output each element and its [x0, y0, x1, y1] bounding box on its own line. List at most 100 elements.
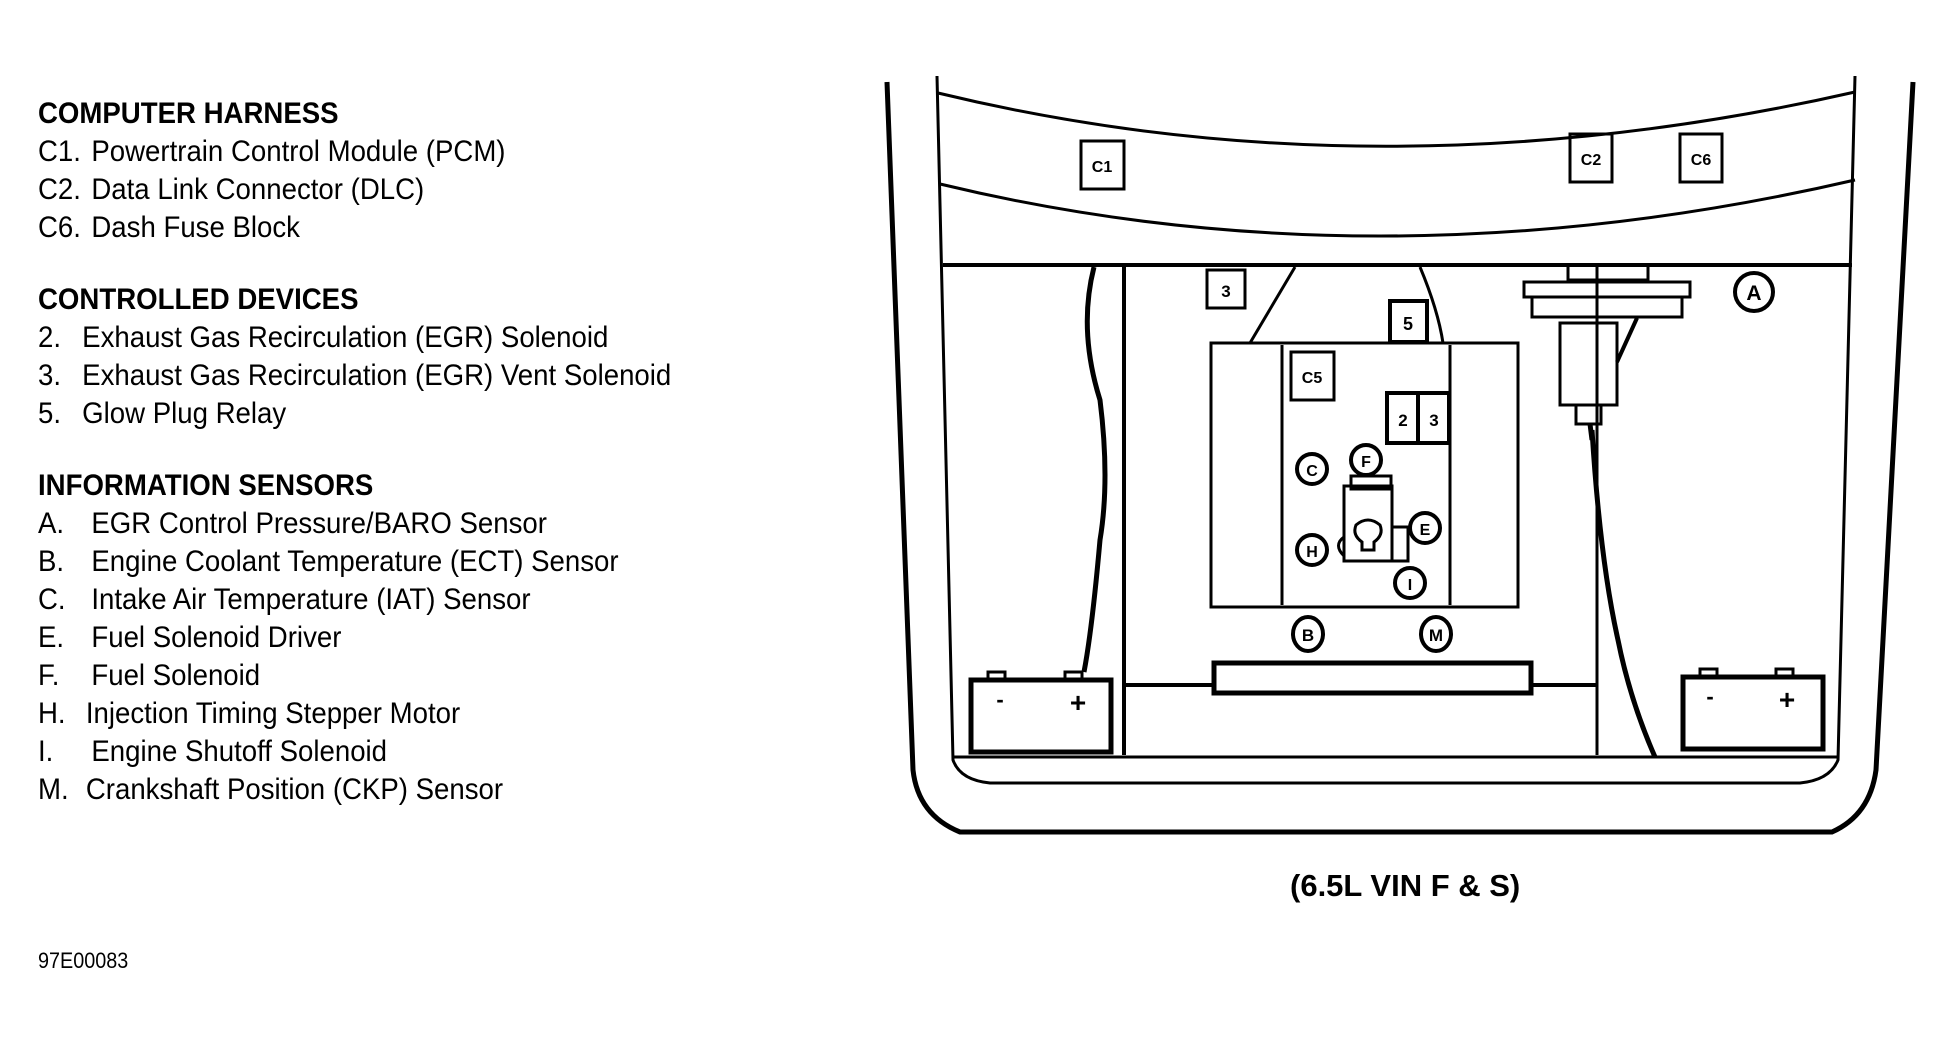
radiator [1211, 660, 1534, 696]
legend-key: C2. [38, 173, 81, 206]
sensor-a: A [1733, 271, 1775, 313]
connector-c2-label: C2 [1581, 152, 1602, 169]
device-3: 3 [1205, 268, 1247, 310]
connector-c1-label: C1 [1092, 159, 1113, 176]
injector-bulb-icon [1353, 518, 1383, 552]
legend-label: Data Link Connector (DLC) [91, 173, 425, 206]
legend-key: F. [38, 659, 60, 692]
legend-section-information-sensors: INFORMATION SENSORS A. EGR Control Pressu… [38, 467, 858, 809]
dash-curve-lower [939, 178, 1856, 238]
legend-item: C6. Dash Fuse Block [38, 209, 792, 247]
legend-label: Glow Plug Relay [82, 397, 287, 430]
injection-pump [1337, 474, 1410, 563]
legend-section-controlled-devices: CONTROLLED DEVICES 2. Exhaust Gas Recircu… [38, 281, 858, 433]
battery-right: - + [1680, 667, 1826, 752]
connector-c5: C5 [1289, 350, 1336, 402]
connector-c2: C2 [1568, 132, 1614, 184]
legend-section-computer-harness: COMPUTER HARNESS C1. Powertrain Control M… [38, 95, 858, 247]
legend-item: 2. Exhaust Gas Recirculation (EGR) Soleno… [38, 319, 792, 357]
legend-key: C1. [38, 135, 81, 168]
legend-key: 3. [38, 359, 62, 392]
section-title: INFORMATION SENSORS [38, 469, 374, 502]
dash-curve-upper [937, 90, 1856, 148]
connector-c5-label: C5 [1302, 370, 1323, 387]
battery-left: - + [968, 670, 1114, 755]
legend-key: A. [38, 507, 65, 540]
legend-item: I. Engine Shutoff Solenoid [38, 733, 792, 771]
legend-label: Crankshaft Position (CKP) Sensor [85, 773, 504, 806]
sensor-f-label: F [1361, 454, 1371, 471]
sensor-a-label: A [1746, 282, 1761, 305]
legend-item: H. Injection Timing Stepper Motor [38, 695, 792, 733]
device-5-label: 5 [1403, 314, 1413, 334]
legend-key: B. [38, 545, 65, 578]
connector-c6: C6 [1678, 132, 1724, 184]
legend-key: I. [38, 735, 54, 768]
right-harness-wire [1589, 429, 1658, 759]
legend-key: C. [38, 583, 66, 616]
device-2-label: 2 [1398, 411, 1407, 430]
legend-item: C2. Data Link Connector (DLC) [38, 171, 792, 209]
sensor-f: F [1349, 443, 1383, 477]
legend-item: 5. Glow Plug Relay [38, 395, 792, 433]
figure-id: 97E00083 [38, 948, 129, 973]
sensor-c: C [1295, 452, 1329, 486]
diagram-caption: (6.5L VIN F & S) [1290, 868, 1521, 903]
battery-positive-icon: + [1070, 687, 1086, 718]
sensor-c-label: C [1306, 463, 1318, 480]
legend-item: M. Crankshaft Position (CKP) Sensor [38, 771, 792, 809]
intake-line-left [1248, 266, 1297, 344]
legend-label: Exhaust Gas Recirculation (EGR) Solenoid [82, 321, 609, 354]
legend-key: H. [38, 697, 66, 730]
sensor-e: E [1408, 511, 1442, 545]
sensor-m: M [1419, 615, 1453, 653]
intake-line-right [1418, 266, 1445, 344]
battery-negative-icon: - [1706, 684, 1713, 709]
device-2-3-block: 2 3 [1385, 391, 1451, 445]
legend-item: F. Fuel Solenoid [38, 657, 792, 695]
engine-block [1209, 341, 1520, 609]
legend-key: 2. [38, 321, 62, 354]
legend-item: B. Engine Coolant Temperature (ECT) Senso… [38, 543, 792, 581]
device-5: 5 [1388, 299, 1429, 344]
sensor-e-label: E [1420, 522, 1431, 539]
legend-label: Exhaust Gas Recirculation (EGR) Vent Sol… [82, 359, 672, 392]
legend-label: Engine Coolant Temperature (ECT) Sensor [91, 545, 619, 578]
legend-item: 3. Exhaust Gas Recirculation (EGR) Vent S… [38, 357, 792, 395]
legend-label: Engine Shutoff Solenoid [91, 735, 388, 768]
device-3-label: 3 [1221, 282, 1230, 301]
legend-key: E. [38, 621, 65, 654]
legend-label: Powertrain Control Module (PCM) [91, 135, 506, 168]
sensor-b: B [1291, 615, 1325, 653]
sensor-h-label: H [1306, 544, 1318, 561]
legend-item: E. Fuel Solenoid Driver [38, 619, 792, 657]
legend-item: C1. Powertrain Control Module (PCM) [38, 133, 792, 171]
sensor-m-label: M [1429, 626, 1443, 645]
sensor-b-label: B [1302, 626, 1314, 645]
legend-label: Intake Air Temperature (IAT) Sensor [91, 583, 531, 616]
battery-negative-icon: - [996, 687, 1003, 712]
section-title: CONTROLLED DEVICES [38, 283, 359, 316]
legend-key: M. [38, 773, 69, 806]
left-battery-cable [1081, 266, 1108, 673]
legend-label: Fuel Solenoid [91, 659, 261, 692]
battery-positive-icon: + [1779, 684, 1795, 715]
legend-label: EGR Control Pressure/BARO Sensor [91, 507, 547, 540]
vehicle-outer-outline [884, 81, 1916, 835]
legend-key: 5. [38, 397, 62, 430]
legend-key: C6. [38, 211, 81, 244]
legend-label: Injection Timing Stepper Motor [85, 697, 461, 730]
legend-label: Fuel Solenoid Driver [91, 621, 342, 654]
air-intake-assembly [1522, 263, 1692, 441]
legend: COMPUTER HARNESS C1. Powertrain Control M… [38, 95, 858, 843]
sensor-h: H [1295, 533, 1329, 567]
sensor-i: I [1393, 566, 1427, 600]
connector-c1: C1 [1079, 139, 1126, 191]
device-3b-label: 3 [1429, 411, 1438, 430]
legend-label: Dash Fuse Block [91, 211, 300, 244]
connector-c6-label: C6 [1691, 152, 1712, 169]
section-title: COMPUTER HARNESS [38, 97, 339, 130]
legend-item: C. Intake Air Temperature (IAT) Sensor [38, 581, 792, 619]
sensor-i-label: I [1408, 577, 1412, 594]
